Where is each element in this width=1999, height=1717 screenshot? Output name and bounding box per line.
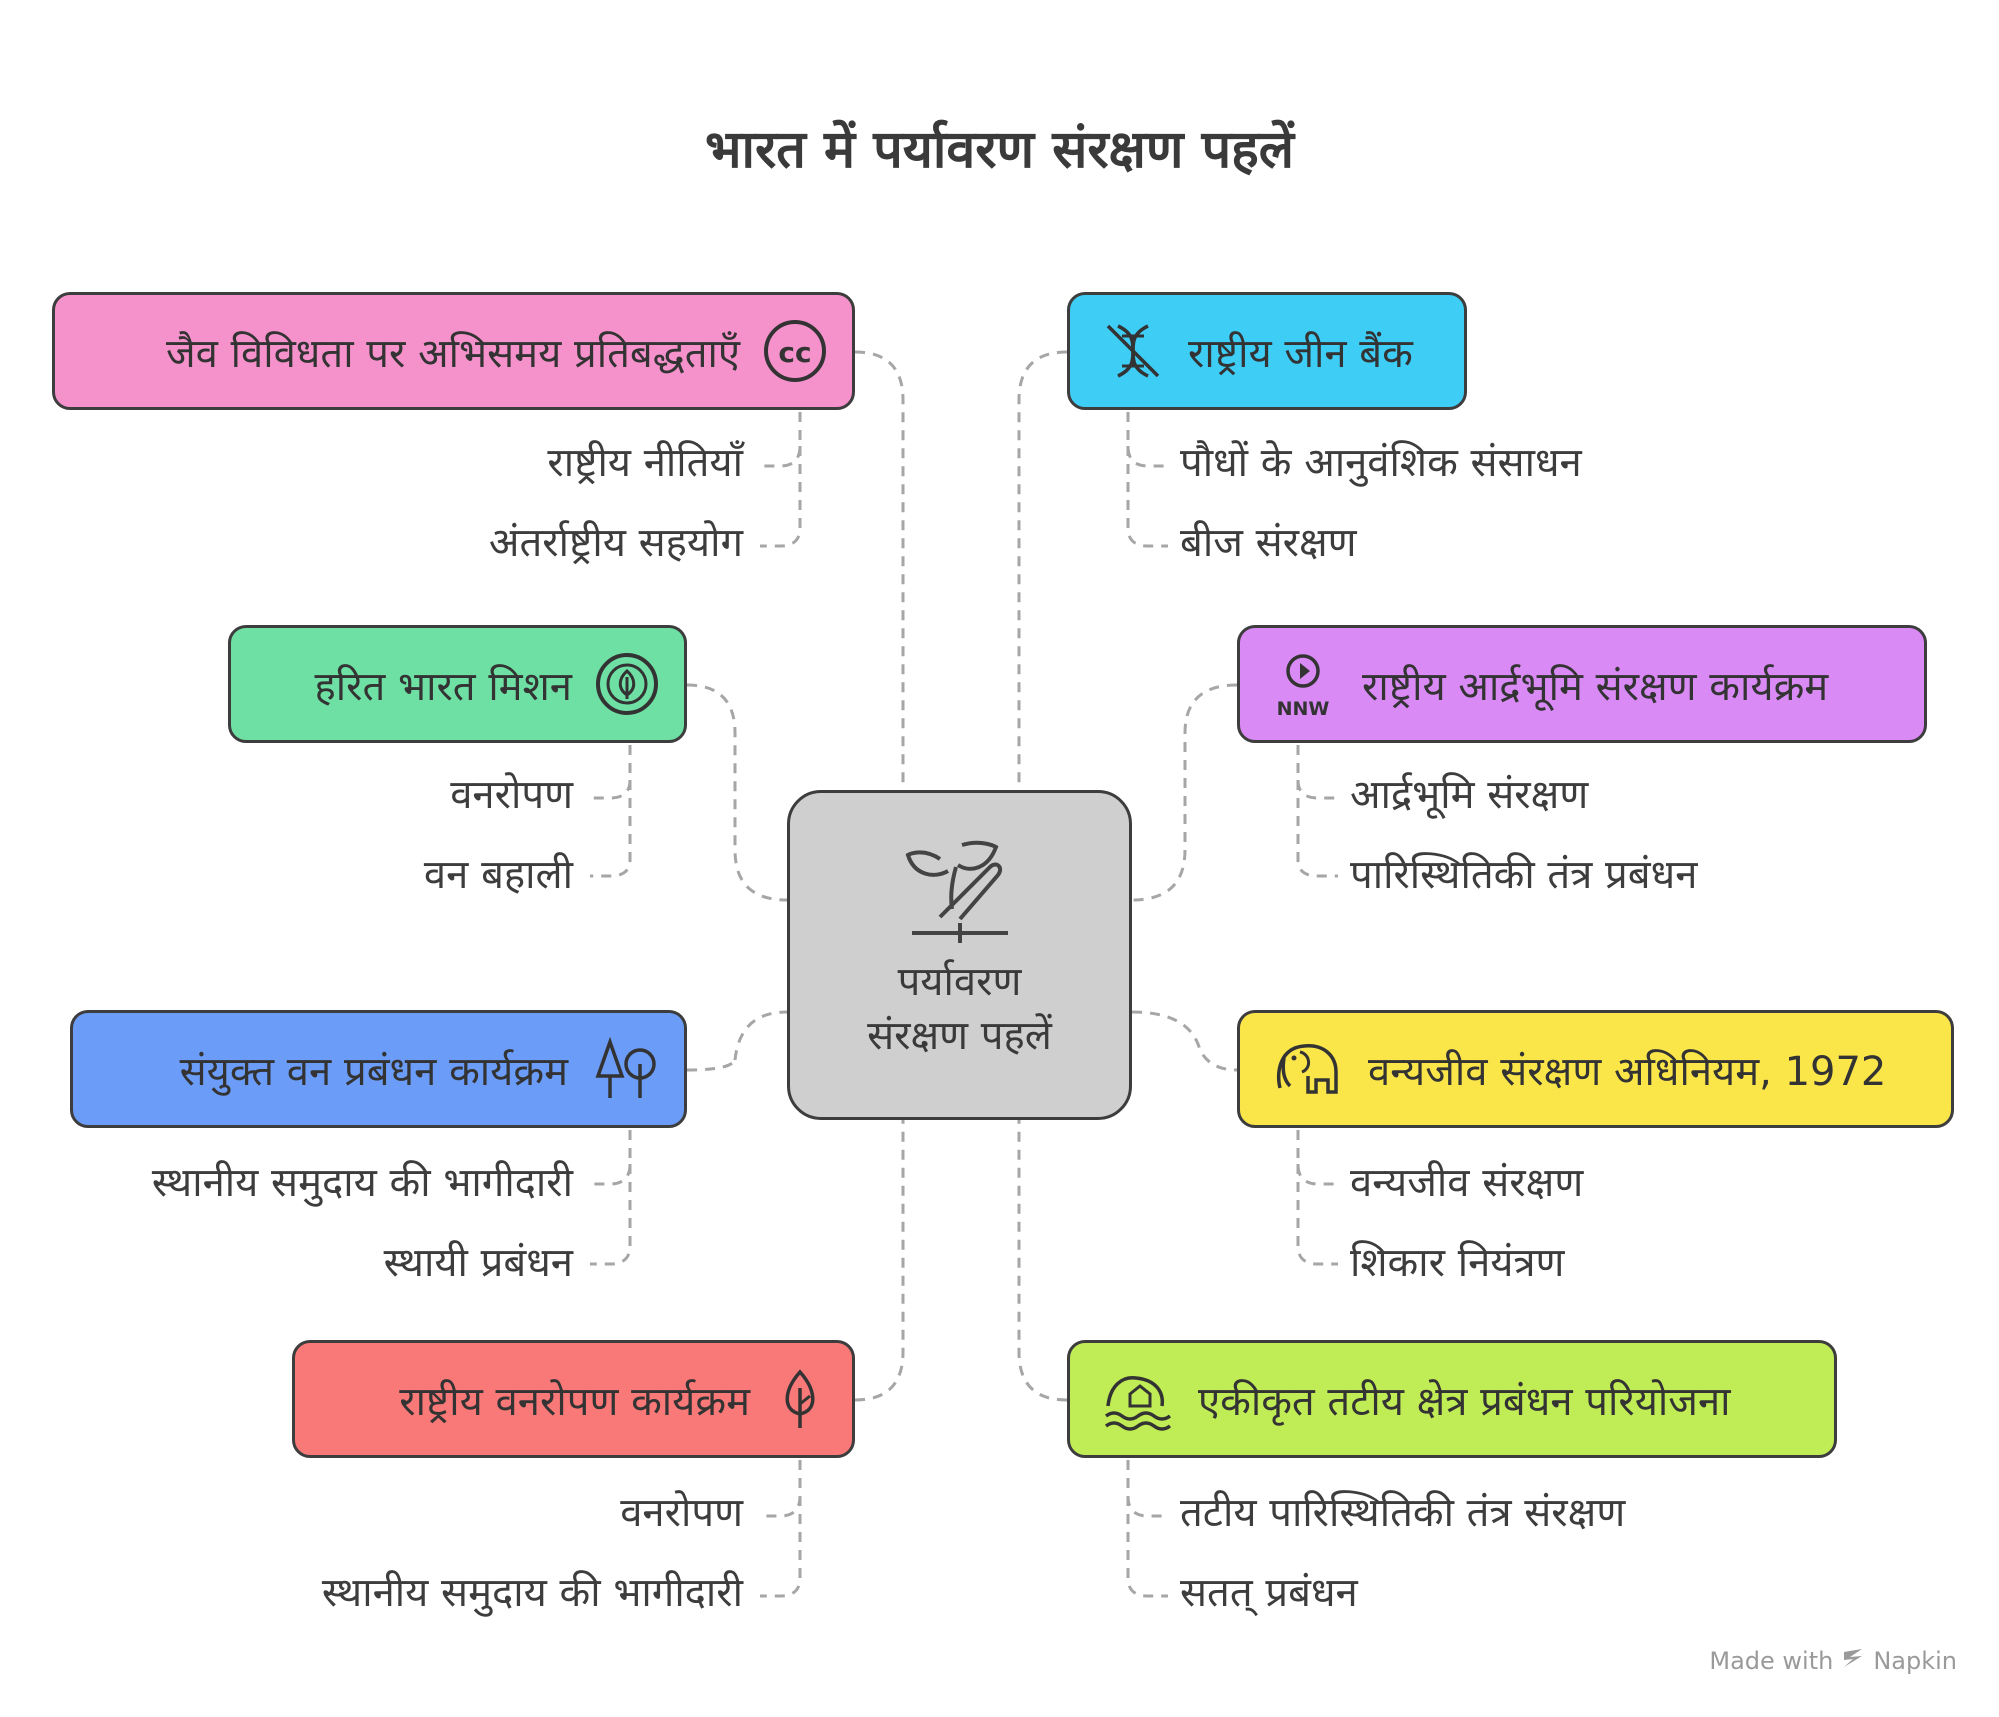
sub-item: बीज संरक्षण bbox=[1180, 520, 1357, 566]
branch-label: राष्ट्रीय जीन बैंक bbox=[1188, 330, 1413, 377]
sub-item: आर्द्रभूमि संरक्षण bbox=[1350, 772, 1589, 818]
sub-item: अंतर्राष्ट्रीय सहयोग bbox=[488, 520, 743, 566]
sub-item: पौधों के आनुवंशिक संसाधन bbox=[1180, 440, 1582, 486]
sub-item: शिकार नियंत्रण bbox=[1350, 1240, 1565, 1286]
sub-item: स्थानीय समुदाय की भागीदारी bbox=[151, 1160, 573, 1206]
sub-item: वनरोपण bbox=[620, 1490, 743, 1536]
branch-label: राष्ट्रीय वनरोपण कार्यक्रम bbox=[399, 1378, 750, 1425]
sub-item: सतत् प्रबंधन bbox=[1180, 1570, 1358, 1616]
branch-label: राष्ट्रीय आर्द्रभूमि संरक्षण कार्यक्रम bbox=[1362, 663, 1829, 710]
branch-cbd[interactable]: जैव विविधता पर अभिसमय प्रतिबद्धताएँ cc bbox=[52, 292, 855, 410]
trees-icon bbox=[590, 1036, 660, 1102]
creative-commons-icon: cc bbox=[762, 318, 828, 384]
sprout-hand-icon bbox=[900, 837, 1020, 953]
sub-item: तटीय पारिस्थितिकी तंत्र संरक्षण bbox=[1180, 1490, 1626, 1536]
nnw-compass-icon: NNW bbox=[1270, 649, 1340, 719]
branch-nap[interactable]: राष्ट्रीय वनरोपण कार्यक्रम bbox=[292, 1340, 855, 1458]
branch-genebank[interactable]: राष्ट्रीय जीन बैंक bbox=[1067, 292, 1467, 410]
branch-green-india[interactable]: हरित भारत मिशन bbox=[228, 625, 687, 743]
made-with-credit[interactable]: Made with Napkin bbox=[1709, 1646, 1957, 1676]
branch-label: एकीकृत तटीय क्षेत्र प्रबंधन परियोजना bbox=[1198, 1378, 1731, 1425]
sub-item: स्थानीय समुदाय की भागीदारी bbox=[321, 1570, 743, 1616]
svg-text:cc: cc bbox=[778, 336, 811, 369]
svg-text:NNW: NNW bbox=[1277, 698, 1330, 719]
branch-label: हरित भारत मिशन bbox=[314, 663, 572, 710]
sub-item: राष्ट्रीय नीतियाँ bbox=[547, 440, 743, 486]
sub-item: वन बहाली bbox=[423, 852, 573, 898]
dna-off-icon bbox=[1100, 318, 1166, 384]
branch-label: वन्यजीव संरक्षण अधिनियम, 1972 bbox=[1368, 1048, 1887, 1095]
center-label: पर्यावरण संरक्षण पहलें bbox=[867, 959, 1052, 1059]
elephant-icon bbox=[1270, 1036, 1346, 1102]
sub-item: वन्यजीव संरक्षण bbox=[1350, 1160, 1584, 1206]
branch-label: जैव विविधता पर अभिसमय प्रतिबद्धताएँ bbox=[165, 330, 740, 377]
napkin-logo-icon bbox=[1841, 1646, 1865, 1676]
center-node[interactable]: पर्यावरण संरक्षण पहलें bbox=[787, 790, 1132, 1120]
sub-item: वनरोपण bbox=[450, 772, 573, 818]
sub-item: पारिस्थितिकी तंत्र प्रबंधन bbox=[1350, 852, 1698, 898]
branch-label: संयुक्त वन प्रबंधन कार्यक्रम bbox=[179, 1048, 568, 1095]
coastal-wave-icon bbox=[1100, 1366, 1176, 1432]
branch-iczm[interactable]: एकीकृत तटीय क्षेत्र प्रबंधन परियोजना bbox=[1067, 1340, 1837, 1458]
sub-item: स्थायी प्रबंधन bbox=[383, 1240, 573, 1286]
page-title: भारत में पर्यावरण संरक्षण पहलें bbox=[704, 120, 1295, 180]
tree-icon bbox=[772, 1366, 828, 1432]
branch-wildlife[interactable]: वन्यजीव संरक्षण अधिनियम, 1972 bbox=[1237, 1010, 1954, 1128]
branch-jfm[interactable]: संयुक्त वन प्रबंधन कार्यक्रम bbox=[70, 1010, 687, 1128]
circular-leaf-icon bbox=[594, 651, 660, 717]
branch-wetland[interactable]: NNW राष्ट्रीय आर्द्रभूमि संरक्षण कार्यक्… bbox=[1237, 625, 1927, 743]
